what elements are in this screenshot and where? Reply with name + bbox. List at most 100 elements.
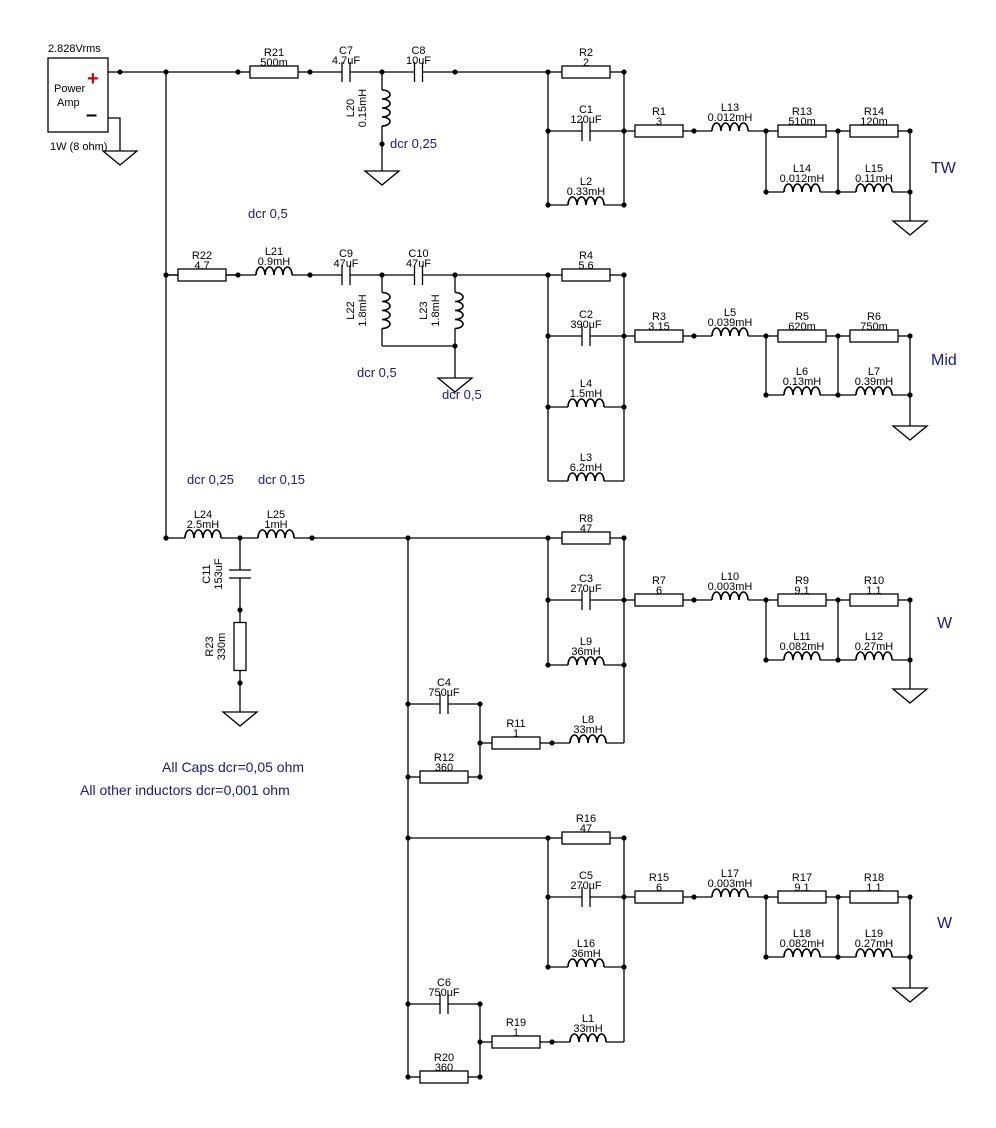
component-name-r20: R20: [434, 1052, 454, 1064]
inductor-coil: [567, 472, 605, 482]
resistor-body: [491, 736, 541, 750]
junction-dot: [477, 1039, 483, 1045]
component-name-c7: C7: [339, 45, 353, 57]
junction-dot: [452, 272, 458, 278]
component-value-r9: 9.1: [794, 585, 809, 597]
component-name-r2: R2: [579, 47, 593, 59]
power-amp-box: [47, 57, 109, 133]
junction-dot: [163, 535, 169, 541]
component-value-l22: 1.8mH: [357, 294, 369, 326]
plus-terminal-icon: +: [87, 68, 99, 90]
resistor-body: [777, 890, 827, 904]
component-name-l2: L2: [580, 176, 592, 188]
driver-label-w2: W: [937, 915, 953, 932]
resistor-body: [634, 124, 684, 138]
component-value-l24: 2.5mH: [187, 519, 219, 531]
source-name-line1: Power: [54, 83, 86, 95]
junction-dot: [477, 774, 483, 780]
junction-dot: [309, 535, 315, 541]
resistor-body: [561, 65, 611, 79]
junction-dot: [907, 954, 913, 960]
component-value-c7: 4.7uF: [332, 55, 360, 67]
component-value-l11: 0.082mH: [780, 641, 825, 653]
component-value-r6: 750m: [860, 321, 888, 333]
component-value-c11: 153uF: [213, 558, 225, 589]
wire: [108, 117, 121, 145]
component-name-l23: L23: [418, 301, 430, 319]
component-name-l5: L5: [724, 307, 736, 319]
junction-dot: [621, 202, 627, 208]
junction-dot: [835, 657, 841, 663]
junction-dot: [405, 1001, 411, 1007]
junction-dots: [117, 69, 913, 1080]
component-name-r15: R15: [649, 872, 669, 884]
junction-dot: [763, 189, 769, 195]
inductor-coil: [783, 651, 821, 661]
resistor-body: [419, 1070, 469, 1084]
minus-terminal-icon: –: [86, 104, 97, 126]
junction-dot: [835, 392, 841, 398]
component-name-c3: C3: [579, 573, 593, 585]
junction-dot: [545, 597, 551, 603]
ground-icon: [363, 165, 401, 186]
component-value-r21: 500m: [260, 57, 288, 69]
source-power: 1W (8 ohm): [50, 141, 107, 153]
component-name-c8: C8: [411, 45, 425, 57]
component-name-r17: R17: [792, 872, 812, 884]
power-amp-source: 2.828Vrms Power Amp + – 1W (8 ohm): [47, 43, 109, 153]
component-name-l16: L16: [577, 938, 595, 950]
component-value-l7: 0.39mH: [855, 376, 894, 388]
component-value-c10: 47uF: [406, 258, 431, 270]
junction-dot: [452, 343, 458, 349]
driver-label-w1: W: [937, 615, 953, 632]
junction-dot: [545, 272, 551, 278]
component-value-r5: 620m: [788, 321, 816, 333]
component-name-l14: L14: [793, 163, 811, 175]
junction-dot: [379, 272, 385, 278]
ground-icon: [891, 215, 929, 236]
component-value-l19: 0.27mH: [855, 938, 894, 950]
component-value-c2: 390uF: [570, 319, 601, 331]
dcr-label-l22: dcr 0,5: [357, 365, 397, 380]
component-name-r19: R19: [506, 1017, 526, 1029]
component-name-r16: R16: [576, 813, 596, 825]
inductor-l4: L41.5mH: [548, 378, 624, 408]
junction-dot: [621, 69, 627, 75]
component-value-l18: 0.082mH: [780, 938, 825, 950]
ground-icon: [436, 372, 474, 393]
component-value-r17: 9.1: [794, 882, 809, 894]
inductor-coil: [567, 398, 605, 408]
junction-dot: [907, 189, 913, 195]
component-value-r4: 5.6: [578, 260, 593, 272]
component-name-r7: R7: [652, 575, 666, 587]
component-value-l5: 0.039mH: [708, 317, 753, 329]
component-value-r1: 3: [656, 116, 662, 128]
inductor-coil: [255, 266, 293, 276]
component-name-l25: L25: [267, 509, 285, 521]
junction-dot: [691, 894, 697, 900]
junction-dot: [237, 680, 243, 686]
inductor-l6: L60.13mH: [766, 366, 838, 396]
component-value-l6: 0.13mH: [783, 376, 822, 388]
junction-dot: [307, 69, 313, 75]
junction-dot: [907, 657, 913, 663]
junction-dot: [235, 69, 241, 75]
component-name-l11: L11: [793, 631, 811, 643]
component-value-r16: 47: [580, 823, 592, 835]
component-name-l18: L18: [793, 928, 811, 940]
junction-dot: [117, 69, 123, 75]
wires: [108, 71, 911, 1077]
dcr-label-l21: dcr 0,5: [248, 206, 288, 221]
note-caps-dcr: All Caps dcr=0,05 ohm: [162, 759, 304, 775]
inductor-coil: [855, 651, 893, 661]
